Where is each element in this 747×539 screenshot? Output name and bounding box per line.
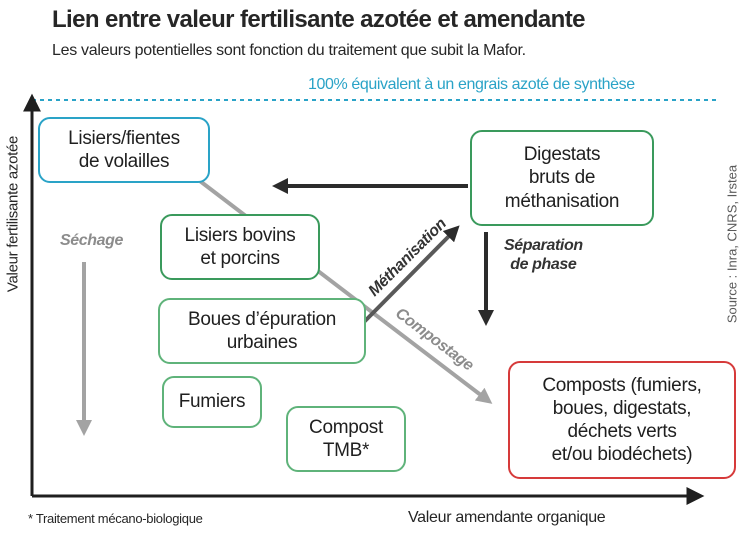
node-composts: Composts (fumiers, boues, digestats, déc… [508, 361, 736, 479]
page-subtitle: Les valeurs potentielles sont fonction d… [52, 42, 526, 59]
node-digestats-label: Digestats bruts de méthanisation [504, 144, 620, 212]
source-credit: Source : Inra, CNRS, Irstea [724, 164, 740, 324]
methanisation-arrow [360, 225, 460, 326]
node-compost-tmb-label: Compost TMB* [309, 416, 383, 461]
node-lisiers-bovins: Lisiers bovins et porcins [160, 214, 320, 280]
node-boues-label: Boues d’épuration urbaines [187, 308, 337, 353]
reference-line-label: 100% équivalent à un engrais azoté de sy… [308, 76, 635, 93]
y-axis-label: Valeur fertilisante azotée [4, 135, 22, 293]
node-compost-tmb: Compost TMB* [286, 406, 406, 472]
node-lisiers-volailles: Lisiers/fientes de volailles [38, 117, 210, 183]
footnote: * Traitement mécano-biologique [28, 511, 203, 526]
page-title: Lien entre valeur fertilisante azotée et… [52, 6, 585, 33]
node-lisiers-bovins-label: Lisiers bovins et porcins [184, 224, 296, 269]
node-composts-label: Composts (fumiers, boues, digestats, déc… [542, 374, 702, 466]
process-separation: Séparation de phase [504, 237, 583, 274]
node-fumiers-label: Fumiers [178, 391, 246, 413]
node-digestats: Digestats bruts de méthanisation [470, 130, 654, 226]
node-lisiers-volailles-label: Lisiers/fientes de volailles [68, 127, 180, 172]
process-sechage: Séchage [60, 232, 124, 249]
node-fumiers: Fumiers [162, 376, 262, 428]
compostage-arrow [194, 176, 493, 404]
x-axis-label: Valeur amendante organique [408, 509, 606, 526]
node-boues: Boues d’épuration urbaines [158, 298, 366, 364]
